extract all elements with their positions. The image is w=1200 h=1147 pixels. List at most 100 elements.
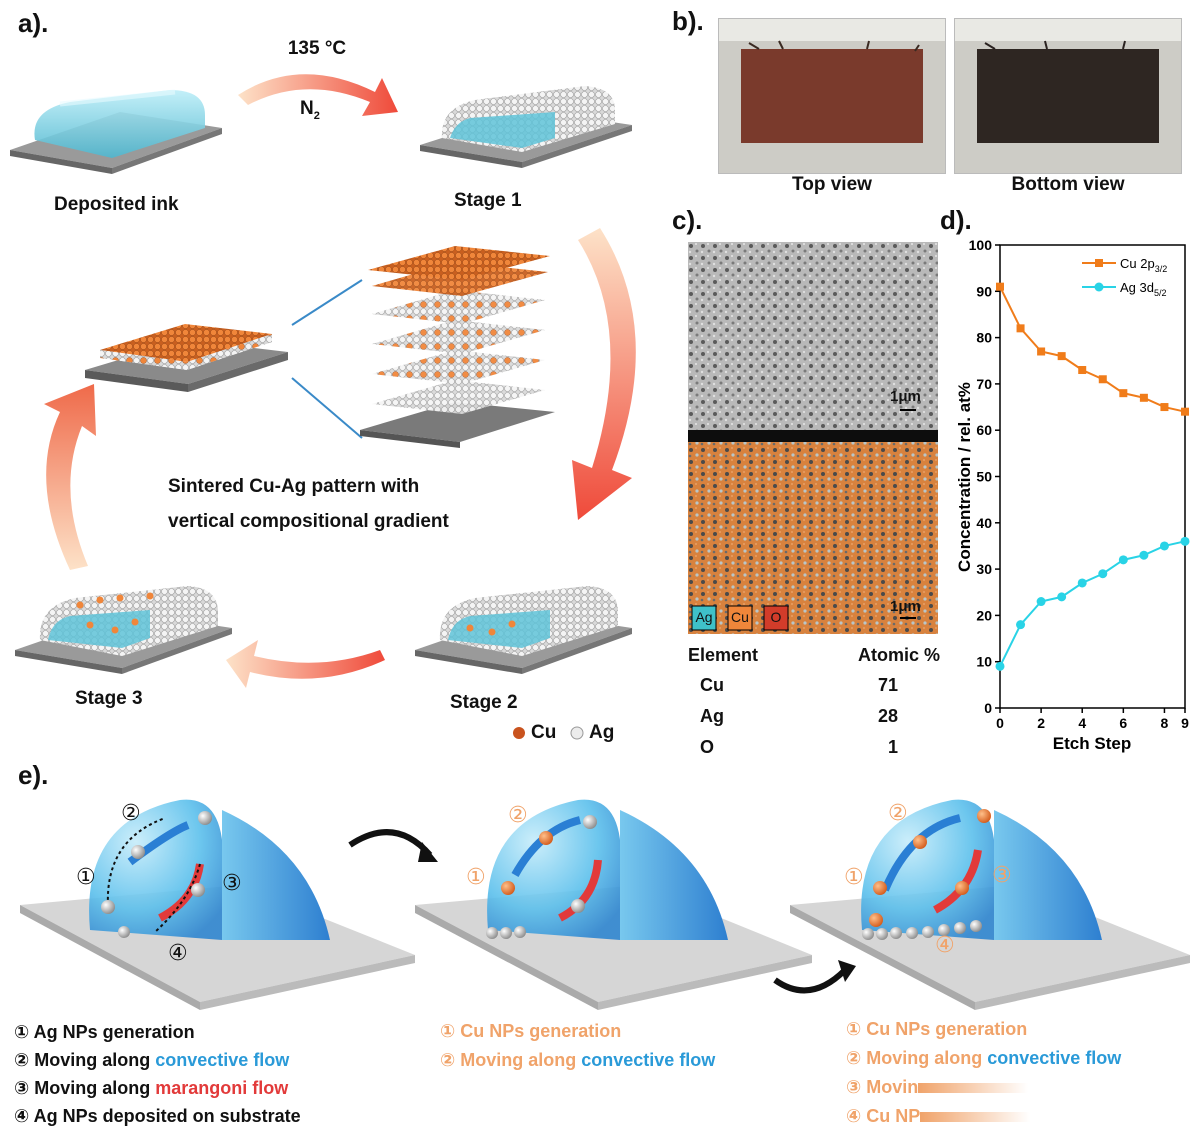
- e2-num-1: ①: [466, 864, 486, 889]
- chart-y-tick-label: 20: [976, 607, 992, 623]
- panel-a-illustration: [10, 74, 636, 740]
- stage1-label: Stage 1: [454, 190, 522, 211]
- chart-point: [1057, 352, 1066, 361]
- gas-label-sub: 2: [313, 109, 320, 122]
- table-header-element: Element: [688, 644, 759, 665]
- e1-num-3: ③: [222, 870, 242, 895]
- legend-right-item-1: ① Cu NPs generation: [846, 1019, 1121, 1048]
- chart-y-tick-label: 90: [976, 283, 992, 299]
- photo-top-view: [718, 18, 946, 174]
- chart-point: [1119, 389, 1128, 398]
- legend-text: Moving along: [866, 1048, 988, 1068]
- stage-arrow-up: [44, 384, 96, 570]
- legend-text: Cu NPs generation: [866, 1019, 1028, 1039]
- legend-num: ①: [14, 1022, 30, 1042]
- legend-mid-item-2: ② Moving along convective flow: [440, 1050, 715, 1079]
- legend-text: Moving along: [460, 1050, 582, 1070]
- panel-label-b: b).: [672, 6, 704, 36]
- legend-cu-dot: [513, 727, 525, 739]
- table-cell-value: 1: [887, 737, 898, 757]
- deposited-ink-figure: [10, 89, 222, 174]
- legend-mid-item-1: ① Cu NPs generation: [440, 1021, 715, 1050]
- composition-table: Element Atomic % Cu 71 Ag 28 O 1: [688, 640, 940, 763]
- table-cell-element: Cu: [700, 675, 724, 695]
- chart-x-tick-label: 9: [1181, 715, 1189, 731]
- chart-point: [1037, 347, 1046, 356]
- legend-num: ③: [14, 1078, 30, 1098]
- legend-text: Ag NPs deposited on substrate: [33, 1106, 301, 1126]
- panel-label-d: d).: [940, 205, 972, 235]
- stage1-figure: [420, 86, 632, 168]
- e2-num-2: ②: [508, 802, 528, 827]
- legend-num: ④: [14, 1106, 30, 1126]
- pattern-label-line1: Sintered Cu-Ag pattern with: [168, 476, 420, 497]
- legend-fade: [918, 1083, 1029, 1094]
- chart-series-line-0: [999, 286, 1186, 413]
- legend-num: ①: [846, 1019, 862, 1039]
- chart-point: [1160, 403, 1169, 412]
- chart-x-tick-label: 2: [1037, 715, 1045, 731]
- legend-highlight: marangoni flow: [155, 1078, 289, 1098]
- chart-point: [1159, 541, 1169, 551]
- chart-legend-sub: 3/2: [1155, 264, 1168, 274]
- chart-plot-frame: [999, 244, 1186, 709]
- sem-scale-label: 1μm: [890, 388, 921, 405]
- chart-point: [1078, 366, 1087, 375]
- legend-num: ④: [846, 1106, 862, 1126]
- temperature-label: 135 °C: [287, 38, 347, 59]
- legend-fade: [920, 1112, 1031, 1123]
- table-header-atomic: Atomic %: [857, 644, 940, 665]
- map-legend-o: O: [770, 609, 782, 625]
- e3-num-2: ②: [888, 800, 908, 825]
- legend-text: Moving along: [34, 1050, 156, 1070]
- map-legend-cu: Cu: [731, 609, 749, 625]
- chart-y-tick-label: 10: [976, 654, 992, 670]
- legend-highlight: convective flow: [155, 1050, 290, 1070]
- legend-num: ②: [14, 1050, 30, 1070]
- legend-right: ① Cu NPs generation ② Moving along conve…: [846, 1019, 1121, 1135]
- legend-left-item-4: ④ Ag NPs deposited on substrate: [14, 1106, 301, 1134]
- sintered-pattern-figure: [85, 324, 288, 392]
- chart-point: [1139, 393, 1148, 402]
- chart-point: [1098, 569, 1108, 579]
- legend-right-item-3: ③ Movin: [846, 1077, 1121, 1106]
- stage-arrow-left: [226, 640, 385, 688]
- e3-num-1: ①: [844, 864, 864, 889]
- chart-point: [996, 282, 1004, 291]
- chart-legend-label: Cu 2p3/2: [1120, 256, 1167, 274]
- chart-point: [1139, 550, 1149, 560]
- dome-stage-final: [790, 799, 1190, 1010]
- chart-point: [1077, 578, 1087, 588]
- legend-cu-label: Cu: [531, 722, 557, 743]
- table-header-row: Element Atomic %: [688, 640, 940, 670]
- chart-y-tick-label: 40: [976, 515, 992, 531]
- e1-num-1: ①: [76, 864, 96, 889]
- panel-label-c: c).: [672, 205, 703, 235]
- dome-stage-ag: [20, 799, 415, 1010]
- top-view-label: Top view: [792, 174, 872, 195]
- e3-num-4: ④: [935, 932, 955, 957]
- gas-label: N2: [300, 98, 320, 122]
- legend-left-item-1: ① Ag NPs generation: [14, 1022, 301, 1050]
- legend-text: Cu NPs generation: [460, 1021, 622, 1041]
- chart-point: [1181, 407, 1189, 416]
- chart-legend-sub: 5/2: [1154, 288, 1167, 298]
- chart-point: [1016, 324, 1025, 333]
- table-row: Cu 71: [688, 670, 940, 701]
- legend-highlight: convective flow: [987, 1048, 1122, 1068]
- photo-bottom-view: [954, 18, 1182, 174]
- legend-text: Ag NPs generation: [33, 1022, 195, 1042]
- chart-series-line-1: [999, 540, 1186, 667]
- stage-arrow-down: [572, 228, 636, 520]
- panel-e-illustration: [20, 799, 1190, 1010]
- legend-ag-dot: [570, 726, 584, 740]
- gas-label-main: N: [300, 98, 314, 119]
- chart-point: [1036, 597, 1046, 607]
- e3-num-3: ③: [992, 862, 1012, 887]
- legend-text: Cu NP: [866, 1106, 921, 1126]
- legend-highlight: convective flow: [581, 1050, 716, 1070]
- legend-left-item-3: ③ Moving along marangoni flow: [14, 1078, 301, 1106]
- legend-left-item-2: ② Moving along convective flow: [14, 1050, 301, 1078]
- e1-num-2: ②: [121, 800, 141, 825]
